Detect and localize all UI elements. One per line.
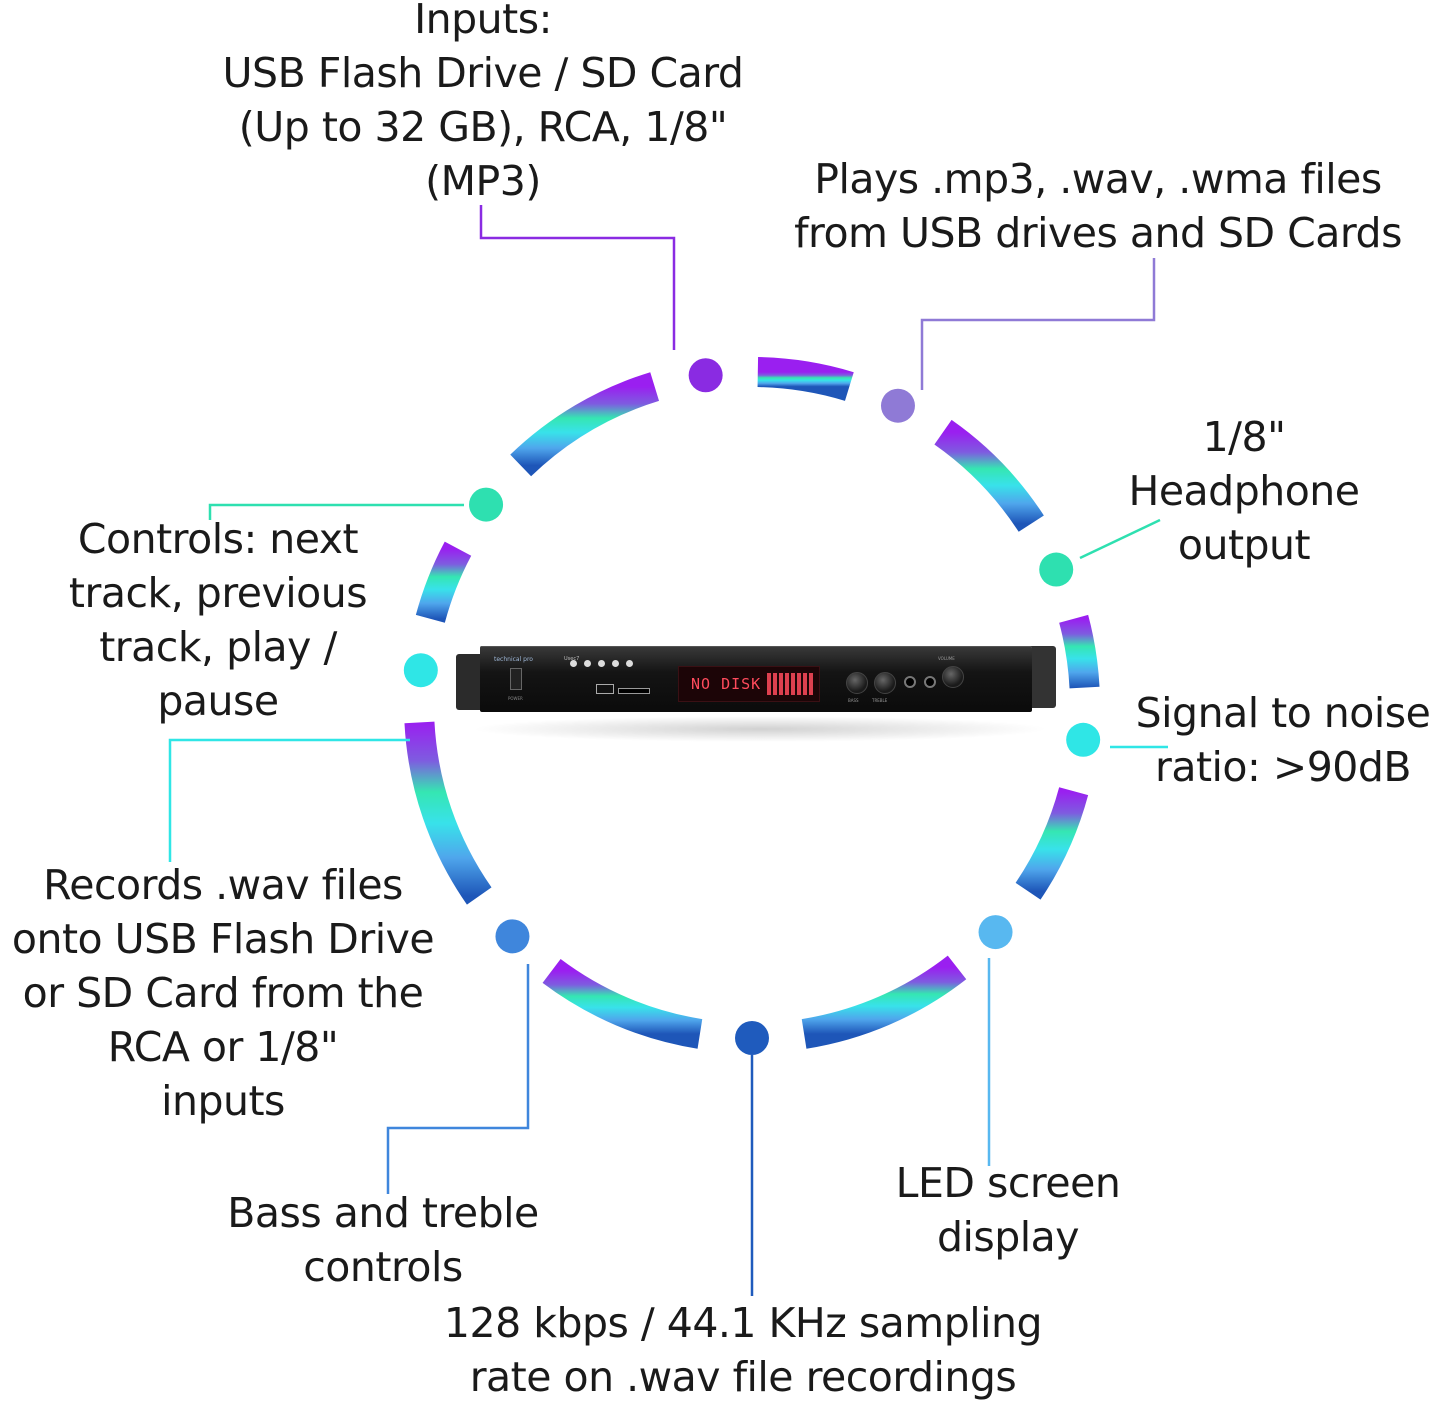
callout-line: rate on .wav file recordings [469,1353,1017,1401]
display-text: NO DISK [691,675,762,693]
volume-label: VOLUME [938,656,955,661]
callout-line: (MP3) [425,157,541,205]
callout-line: 128 kbps / 44.1 KHz sampling [443,1299,1043,1347]
callout-dot [495,919,530,954]
front-panel: technical pro Usec7 POWER NO DISK BASS T… [480,646,1032,712]
callout-controls: Controls: next track, previous track, pl… [50,512,386,728]
callout-line: pause [157,677,279,725]
ring-segment [1015,787,1089,900]
callout-line: LED screen [895,1159,1121,1207]
callout-dot [880,388,915,423]
callout-plays: Plays .mp3, .wav, .wma files from USB dr… [760,152,1436,260]
callout-line: Headphone [1128,467,1360,515]
device-shadow [470,716,1050,742]
device-model: Usec7 [564,656,580,662]
play-button-icon [584,660,591,667]
callout-dot [1066,722,1101,757]
callout-dot [403,653,438,688]
callout-led: LED screen display [880,1156,1136,1264]
callout-line: Inputs: [414,0,552,43]
bass-label: BASS [848,698,859,703]
callout-line: or SD Card from the [22,969,424,1017]
media-player-device: technical pro Usec7 POWER NO DISK BASS T… [456,638,1056,722]
callout-line: Records .wav files [43,861,403,909]
callout-line: Bass and treble [227,1189,539,1237]
callout-dot [1039,552,1074,587]
callout-line: ratio: >90dB [1154,743,1412,791]
callout-records: Records .wav files onto USB Flash Drive … [0,858,446,1128]
ring-segment [757,357,854,401]
callout-line: Controls: next [77,515,359,563]
callout-bass: Bass and treble controls [200,1186,566,1294]
ring-segment [542,958,703,1049]
callout-line: display [936,1213,1080,1261]
sd-slot-icon [618,688,650,694]
callout-dot [735,1021,769,1055]
treble-knob-icon [874,672,896,694]
callout-line: track, previous [68,569,368,617]
power-label: POWER [508,696,523,701]
callout-line: from USB drives and SD Cards [794,209,1402,257]
callout-dot [688,358,723,393]
ring-segment [510,372,660,477]
callout-line: track, play / [99,623,337,671]
callout-dots [403,358,1101,1055]
ring-segment [801,955,967,1049]
callout-line: Signal to noise [1135,689,1431,737]
ring-segment [1059,614,1100,689]
connector-line [168,738,410,862]
connector-line [479,205,676,350]
connector-line [1079,518,1161,560]
prev-button-icon [570,660,577,667]
connector-line [208,503,464,520]
ring-segment [415,541,472,623]
gradient-ring [404,357,1100,1049]
callout-line: Plays .mp3, .wav, .wma files [814,155,1382,203]
next-button-icon [598,660,605,667]
callout-line: output [1177,521,1311,569]
callout-connectors [168,205,1168,1296]
callout-line: 1/8" [1202,413,1286,461]
usb-port-icon [596,684,614,694]
callout-line: inputs [161,1077,285,1125]
mode-button-icon [626,660,633,667]
callout-line: controls [303,1243,463,1291]
volume-knob-icon [942,666,964,688]
led-display: NO DISK [678,666,820,702]
callout-snr: Signal to noise ratio: >90dB [1118,686,1445,794]
callout-line: RCA or 1/8" [107,1023,339,1071]
callout-headphone: 1/8" Headphone output [1104,410,1384,572]
callout-sampling: 128 kbps / 44.1 KHz sampling rate on .wa… [420,1296,1066,1404]
record-button-icon [612,660,619,667]
ring-segment [404,721,492,905]
bass-knob-icon [846,672,868,694]
device-brand: technical pro [494,656,533,663]
ring-segment [934,419,1044,532]
callout-dot [469,487,504,522]
callout-line: (Up to 32 GB), RCA, 1/8" [238,103,728,151]
callout-inputs: Inputs: USB Flash Drive / SD Card (Up to… [205,0,761,208]
level-meter-icon [767,673,815,695]
callout-dot [978,915,1013,950]
connector-line [386,964,530,1194]
power-switch-icon [510,668,522,690]
callout-line: USB Flash Drive / SD Card [222,49,744,97]
aux-jack-icon [924,676,936,688]
callout-line: onto USB Flash Drive [11,915,435,963]
treble-label: TREBLE [872,698,888,703]
connector-line [920,258,1156,390]
headphone-jack-icon [904,676,916,688]
